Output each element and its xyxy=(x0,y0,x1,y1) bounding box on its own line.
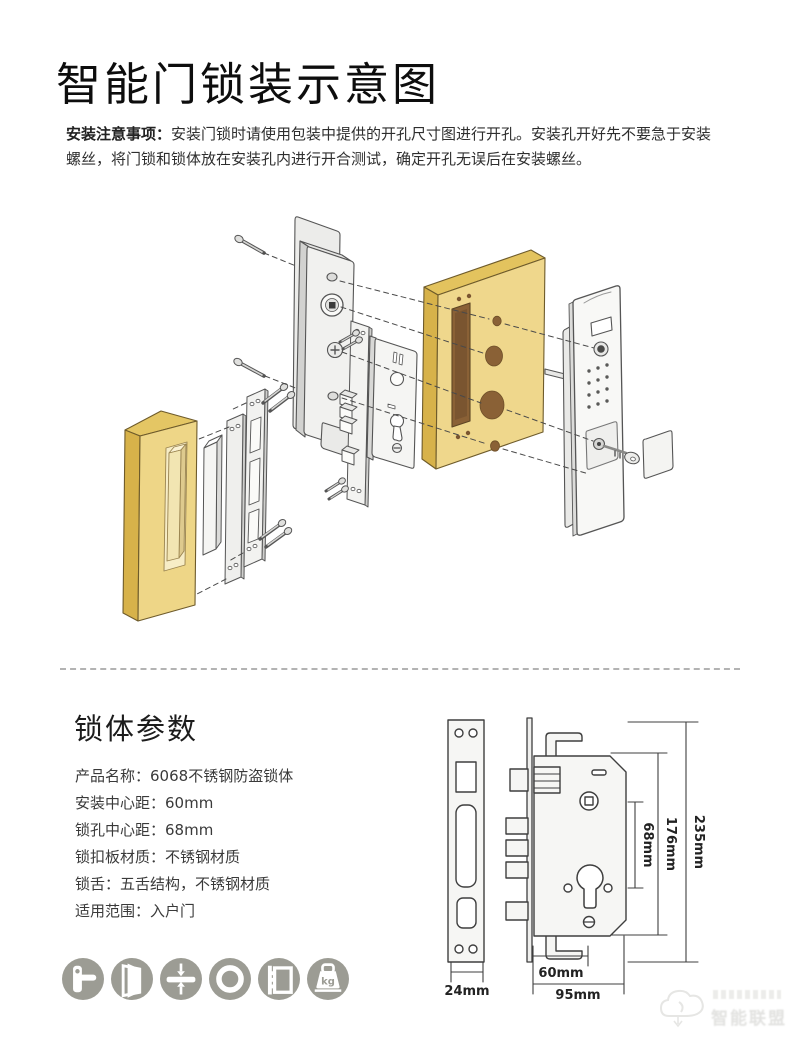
screw xyxy=(258,518,287,541)
mortise-lock-body xyxy=(366,335,418,469)
spec-label: 安装中心距： xyxy=(75,794,166,812)
spec-row: 安装中心距：60mm xyxy=(75,792,213,813)
dim-backset: 60mm xyxy=(538,966,583,981)
display-window xyxy=(590,316,613,337)
top-hook xyxy=(545,732,583,758)
weight-kg-icon: kg xyxy=(307,958,349,1000)
screw xyxy=(324,477,346,493)
spec-row: 锁扣板材质：不锈钢材质 xyxy=(75,846,240,867)
spec-value: 不锈钢材质 xyxy=(165,848,241,866)
cloud-logo-icon xyxy=(659,989,704,1028)
spec-row: 产品名称：6068不锈钢防盗锁体 xyxy=(75,765,293,786)
screw xyxy=(264,526,293,549)
spec-row: 锁孔中心距：68mm xyxy=(75,819,213,840)
install-note: 安装注意事项：安装门锁时请使用包装中提供的开孔尺寸图进行开孔。安装孔开好先不要急… xyxy=(66,122,724,172)
door-frame-block xyxy=(122,410,198,622)
spec-row: 适用范围：入户门 xyxy=(75,900,195,921)
spec-value: 五舌结构，不锈钢材质 xyxy=(120,875,271,893)
dim-total-height: 235mm xyxy=(691,815,706,869)
install-note-text: 安装门锁时请使用包装中提供的开孔尺寸图进行开孔。安装孔开好先不要急于安装螺丝，将… xyxy=(66,125,712,168)
spec-value: 入户门 xyxy=(150,902,196,920)
brand-watermark: 智能联盟 xyxy=(655,982,790,1042)
screws xyxy=(233,234,363,549)
panel-thickness-icon xyxy=(160,958,202,1000)
watermark-url-line xyxy=(713,990,781,999)
screw xyxy=(341,336,363,351)
strike-plate-large xyxy=(243,388,269,568)
exploded-diagram xyxy=(122,216,674,622)
spec-label: 产品名称： xyxy=(75,767,151,785)
spec-label: 锁孔中心距： xyxy=(75,821,166,839)
section-title: 锁体参数 xyxy=(74,712,199,746)
dim-hole-distance: 68mm xyxy=(640,822,655,867)
spec-row: 锁舌：五舌结构，不锈钢材质 xyxy=(75,873,270,894)
front-panel xyxy=(562,285,625,537)
lock-body-drawing xyxy=(505,755,627,937)
hole-diameter-icon xyxy=(209,958,251,1000)
spec-label: 适用范围： xyxy=(75,902,151,920)
watermark-text: 智能联盟 xyxy=(711,1009,787,1029)
dimension-labels: 68mm 176mm 235mm 60mm 95mm 24mm xyxy=(444,815,706,1003)
screw xyxy=(338,329,360,344)
spec-label: 锁扣板材质： xyxy=(75,848,166,866)
dashed-divider xyxy=(60,668,740,670)
bottom-hook xyxy=(545,934,583,960)
key-card xyxy=(642,430,674,479)
page-title: 智能门锁装示意图 xyxy=(56,58,441,111)
spec-value: 6068不锈钢防盗锁体 xyxy=(150,767,294,785)
dimension-lines xyxy=(450,721,699,995)
dim-body-height: 176mm xyxy=(663,817,678,871)
kg-label: kg xyxy=(321,977,335,988)
deadbolts xyxy=(339,389,360,466)
screw xyxy=(268,390,296,413)
door-lock-handle-icon xyxy=(62,958,104,1000)
lock-body-technical-drawing: 68mm 176mm 235mm 60mm 95mm 24mm xyxy=(444,717,706,1003)
door-panel-icon xyxy=(258,958,300,1000)
open-door-icon xyxy=(111,958,153,1000)
mechanical-key xyxy=(602,444,640,465)
screw xyxy=(234,234,266,255)
strike-plate-small xyxy=(224,413,247,585)
spec-value: 60mm xyxy=(165,794,214,812)
screw xyxy=(261,382,289,405)
spec-label: 锁舌： xyxy=(75,875,121,893)
door-slab xyxy=(421,249,546,470)
dim-plate-width: 24mm xyxy=(444,984,489,999)
strike-dust-box xyxy=(202,434,223,556)
dim-body-width: 95mm xyxy=(555,988,600,1003)
keypad-dots xyxy=(587,363,609,409)
strike-plate-drawing xyxy=(447,719,485,963)
install-note-label: 安装注意事项： xyxy=(66,125,172,143)
alignment-guides xyxy=(196,252,595,595)
spec-value: 68mm xyxy=(165,821,214,839)
screw xyxy=(233,357,266,378)
screw xyxy=(327,485,349,501)
